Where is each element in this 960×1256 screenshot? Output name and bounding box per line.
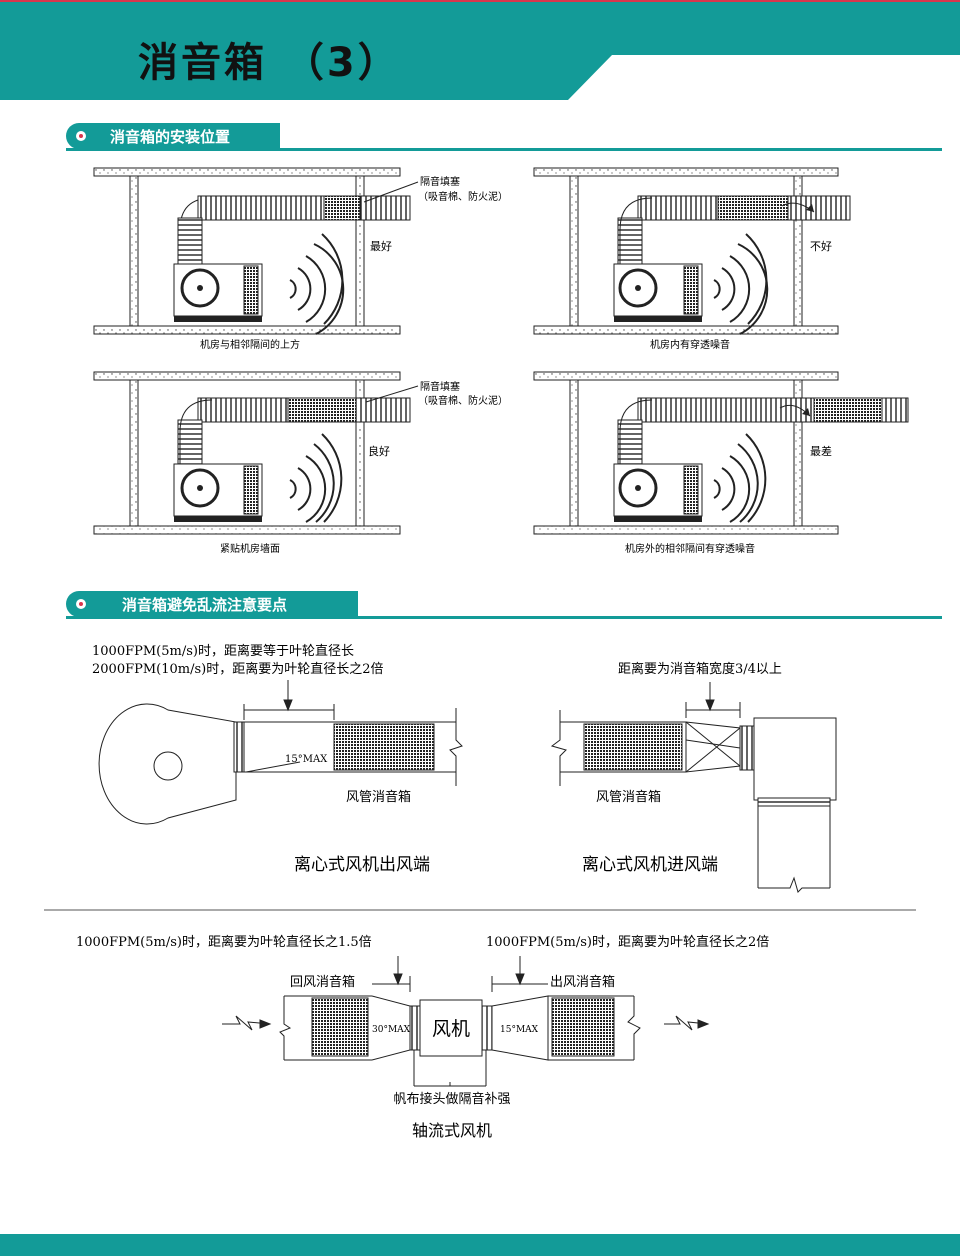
panel-best-note-line1: 隔音填塞 <box>420 175 460 188</box>
axial-diagram <box>222 956 710 1087</box>
axial-return-label: 回风消音箱 <box>290 974 355 990</box>
axial-caption: 轴流式风机 <box>412 1121 492 1140</box>
panel-best-note-line2: （吸音棉、防火泥） <box>418 190 508 203</box>
panel-bad-caption: 机房内有穿透噪音 <box>650 338 730 351</box>
section-title: 消音箱避免乱流注意要点 <box>122 596 288 614</box>
axial-angle-right: 15°MAX <box>500 1025 539 1035</box>
axial-outlet-label: 出风消音箱 <box>550 974 615 990</box>
outlet-caption: 离心式风机出风端 <box>294 855 430 875</box>
panel-worst <box>533 371 909 535</box>
axial-note-left: 1000FPM(5m/s)时，距离要为叶轮直径长之1.5倍 <box>76 934 372 950</box>
inlet-box-label: 风管消音箱 <box>596 789 661 805</box>
outlet-angle-label: 15°MAX <box>285 754 328 765</box>
panel-good-note-line1: 隔音填塞 <box>420 380 460 393</box>
turbulence-diagrams: 1000FPM(5m/s)时，距离要等于叶轮直径长 2000FPM(10m/s)… <box>44 643 916 1140</box>
panel-best-caption: 机房与相邻隔间的上方 <box>200 338 300 351</box>
bullet-icon <box>76 131 86 141</box>
footer-band <box>0 1234 960 1256</box>
outlet-note-line2: 2000FPM(10m/s)时，距离要为叶轮直径长之2倍 <box>92 661 384 677</box>
outlet-note-line1: 1000FPM(5m/s)时，距离要等于叶轮直径长 <box>92 643 354 659</box>
axial-note-right: 1000FPM(5m/s)时，距离要为叶轮直径长之2倍 <box>486 934 769 950</box>
section-header-install-position: 消音箱的安装位置 <box>66 123 942 151</box>
inlet-diagram <box>550 682 837 893</box>
inlet-note: 距离要为消音箱宽度3/4以上 <box>618 661 782 677</box>
panel-worst-rating: 最差 <box>810 444 832 458</box>
install-position-diagrams: 隔音填塞 （吸音棉、防火泥） 最好 机房与相邻隔间的上方 不好 机房内有穿透噪音 <box>93 167 909 555</box>
outlet-diagram <box>98 680 463 825</box>
panel-good-caption: 紧贴机房墙面 <box>220 542 280 555</box>
section-header-turbulence: 消音箱避免乱流注意要点 <box>66 591 942 619</box>
section-title: 消音箱的安装位置 <box>110 128 231 146</box>
panel-good <box>93 371 419 535</box>
axial-joint-note: 帆布接头做隔音补强 <box>393 1091 510 1107</box>
panel-bad-rating: 不好 <box>810 239 832 253</box>
panel-good-note-line2: （吸音棉、防火泥） <box>418 394 508 407</box>
panel-best <box>93 167 419 335</box>
bullet-icon <box>76 599 86 609</box>
panel-best-rating: 最好 <box>370 239 392 253</box>
axial-fan-label: 风机 <box>432 1018 470 1040</box>
outlet-box-label: 风管消音箱 <box>346 789 411 805</box>
inlet-caption: 离心式风机进风端 <box>582 855 718 875</box>
panel-worst-caption: 机房外的相邻隔间有穿透噪音 <box>625 542 755 555</box>
header-band <box>0 0 960 100</box>
axial-angle-left: 30°MAX <box>372 1025 411 1035</box>
page-title: 消音箱 （3） <box>138 40 401 86</box>
panel-bad <box>533 167 851 335</box>
panel-good-rating: 良好 <box>368 444 390 458</box>
